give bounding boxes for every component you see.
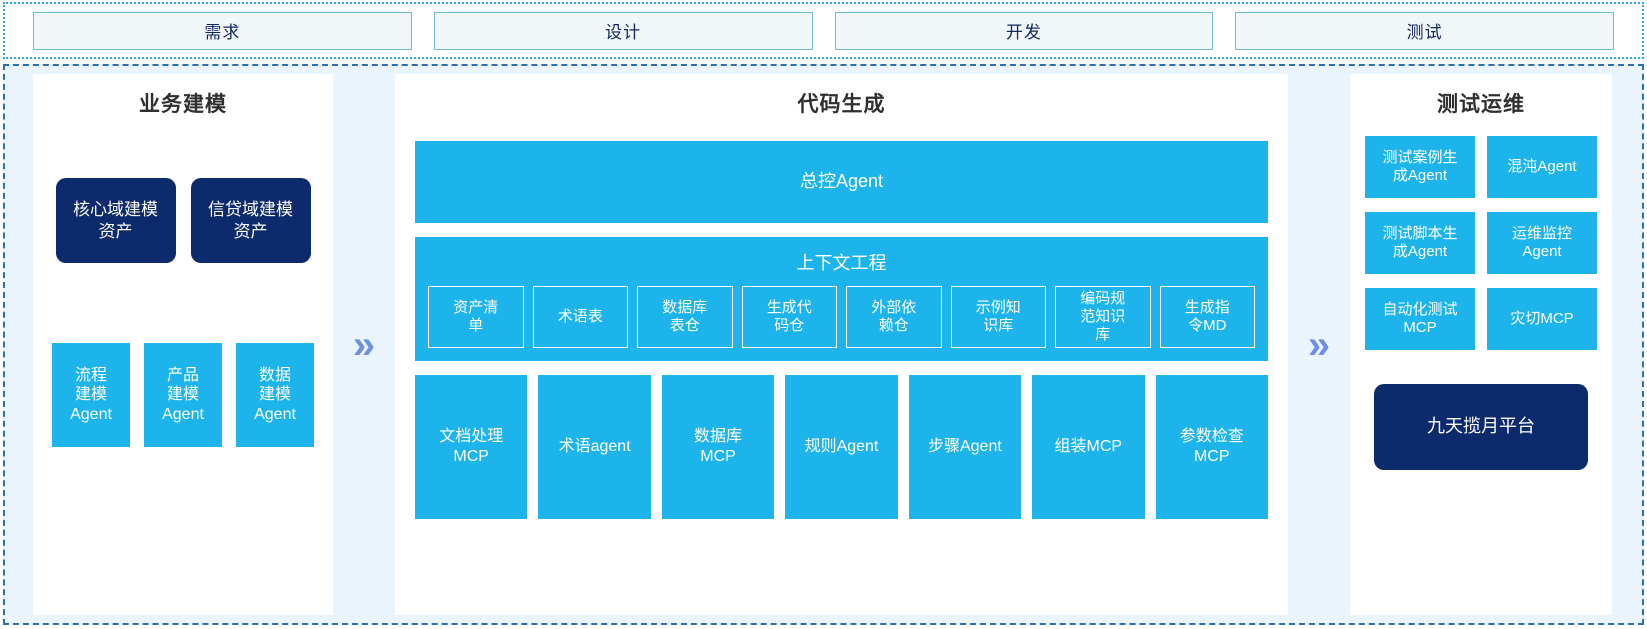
card-ops-monitoring-agent[interactable]: 运维监控 Agent xyxy=(1487,212,1597,274)
card-jiutian-lanyue-platform[interactable]: 九天揽月平台 xyxy=(1374,384,1588,470)
phase-strip: 需求 设计 开发 测试 xyxy=(3,2,1644,59)
code-generation-content: 总控Agent 上下文工程 资产清 单 术语表 数据库 表仓 生成代 码仓 外部… xyxy=(395,118,1288,519)
context-item-glossary[interactable]: 术语表 xyxy=(532,286,628,348)
phase-box-design[interactable]: 设计 xyxy=(433,11,813,50)
card-automated-test-mcp[interactable]: 自动化测试 MCP xyxy=(1365,288,1475,350)
card-core-domain-asset[interactable]: 核心域建模 资产 xyxy=(55,178,176,263)
context-item-coding-standard-knowledge-base[interactable]: 编码规 范知识 库 xyxy=(1055,286,1151,348)
card-process-modeling-agent[interactable]: 流程 建模 Agent xyxy=(52,343,130,447)
context-item-generation-instruction-md[interactable]: 生成指 令MD xyxy=(1159,286,1255,348)
panel-title: 业务建模 xyxy=(139,93,227,116)
panel-title: 测试运维 xyxy=(1437,93,1525,116)
platform-card-wrap: 九天揽月平台 xyxy=(1350,384,1612,470)
context-engineering-block: 上下文工程 资产清 单 术语表 数据库 表仓 生成代 码仓 外部依 赖仓 示例知… xyxy=(415,237,1268,361)
card-test-case-generation-agent[interactable]: 测试案例生 成Agent xyxy=(1365,136,1475,198)
phase-box-testing[interactable]: 测试 xyxy=(1235,11,1614,50)
card-step-agent[interactable]: 步骤Agent xyxy=(908,375,1022,519)
panel-title: 代码生成 xyxy=(797,93,886,116)
context-engineering-items: 资产清 单 术语表 数据库 表仓 生成代 码仓 外部依 赖仓 示例知 识库 编码… xyxy=(428,286,1255,348)
panel-code-generation: 代码生成 总控Agent 上下文工程 资产清 单 术语表 数据库 表仓 生成代 … xyxy=(395,74,1288,615)
card-assembly-mcp[interactable]: 组装MCP xyxy=(1032,375,1145,519)
card-chaos-agent[interactable]: 混沌Agent xyxy=(1487,136,1597,198)
card-data-modeling-agent[interactable]: 数据 建模 Agent xyxy=(236,343,314,447)
card-glossary-agent[interactable]: 术语agent xyxy=(538,375,651,519)
phase-box-requirements[interactable]: 需求 xyxy=(33,11,412,50)
test-ops-card-grid: 测试案例生 成Agent 混沌Agent 测试脚本生 成Agent 运维监控 A… xyxy=(1365,136,1597,350)
phase-label: 测试 xyxy=(1406,23,1443,42)
business-agent-group: 流程 建模 Agent 产品 建模 Agent 数据 建模 Agent xyxy=(52,343,314,447)
main-region: 业务建模 核心域建模 资产 信贷域建模 资产 流程 建模 Agent 产品 建模… xyxy=(3,64,1644,625)
card-parameter-check-mcp[interactable]: 参数检查 MCP xyxy=(1155,375,1268,519)
context-item-asset-inventory[interactable]: 资产清 单 xyxy=(428,286,524,348)
mcp-agent-row: 文档处理 MCP 术语agent 数据库 MCP 规则Agent 步骤Agent… xyxy=(415,375,1268,519)
card-database-mcp[interactable]: 数据库 MCP xyxy=(661,375,775,519)
card-disaster-switch-mcp[interactable]: 灾切MCP xyxy=(1487,288,1597,350)
chevron-right-icon-1: » xyxy=(352,322,376,367)
phase-label: 开发 xyxy=(1005,23,1042,42)
card-product-modeling-agent[interactable]: 产品 建模 Agent xyxy=(144,343,222,447)
business-asset-group: 核心域建模 资产 信贷域建模 资产 xyxy=(55,178,311,263)
context-item-generated-code-repo[interactable]: 生成代 码仓 xyxy=(741,286,837,348)
card-test-script-generation-agent[interactable]: 测试脚本生 成Agent xyxy=(1365,212,1475,274)
card-document-processing-mcp[interactable]: 文档处理 MCP xyxy=(415,375,528,519)
context-item-db-table-repo[interactable]: 数据库 表仓 xyxy=(637,286,733,348)
chevron-right-icon-2: » xyxy=(1307,322,1331,367)
phase-label: 需求 xyxy=(204,23,241,42)
context-item-external-dependency-repo[interactable]: 外部依 赖仓 xyxy=(846,286,942,348)
phase-box-development[interactable]: 开发 xyxy=(834,11,1214,50)
card-rule-agent[interactable]: 规则Agent xyxy=(785,375,898,519)
card-credit-domain-asset[interactable]: 信贷域建模 资产 xyxy=(190,178,311,263)
card-master-control-agent[interactable]: 总控Agent xyxy=(415,141,1268,223)
phase-label: 设计 xyxy=(605,23,642,42)
context-item-example-knowledge-base[interactable]: 示例知 识库 xyxy=(950,286,1046,348)
panel-test-operations: 测试运维 测试案例生 成Agent 混沌Agent 测试脚本生 成Agent 运… xyxy=(1350,74,1612,615)
context-engineering-title: 上下文工程 xyxy=(796,253,887,273)
panel-business-modeling: 业务建模 核心域建模 资产 信贷域建模 资产 流程 建模 Agent 产品 建模… xyxy=(33,74,333,615)
